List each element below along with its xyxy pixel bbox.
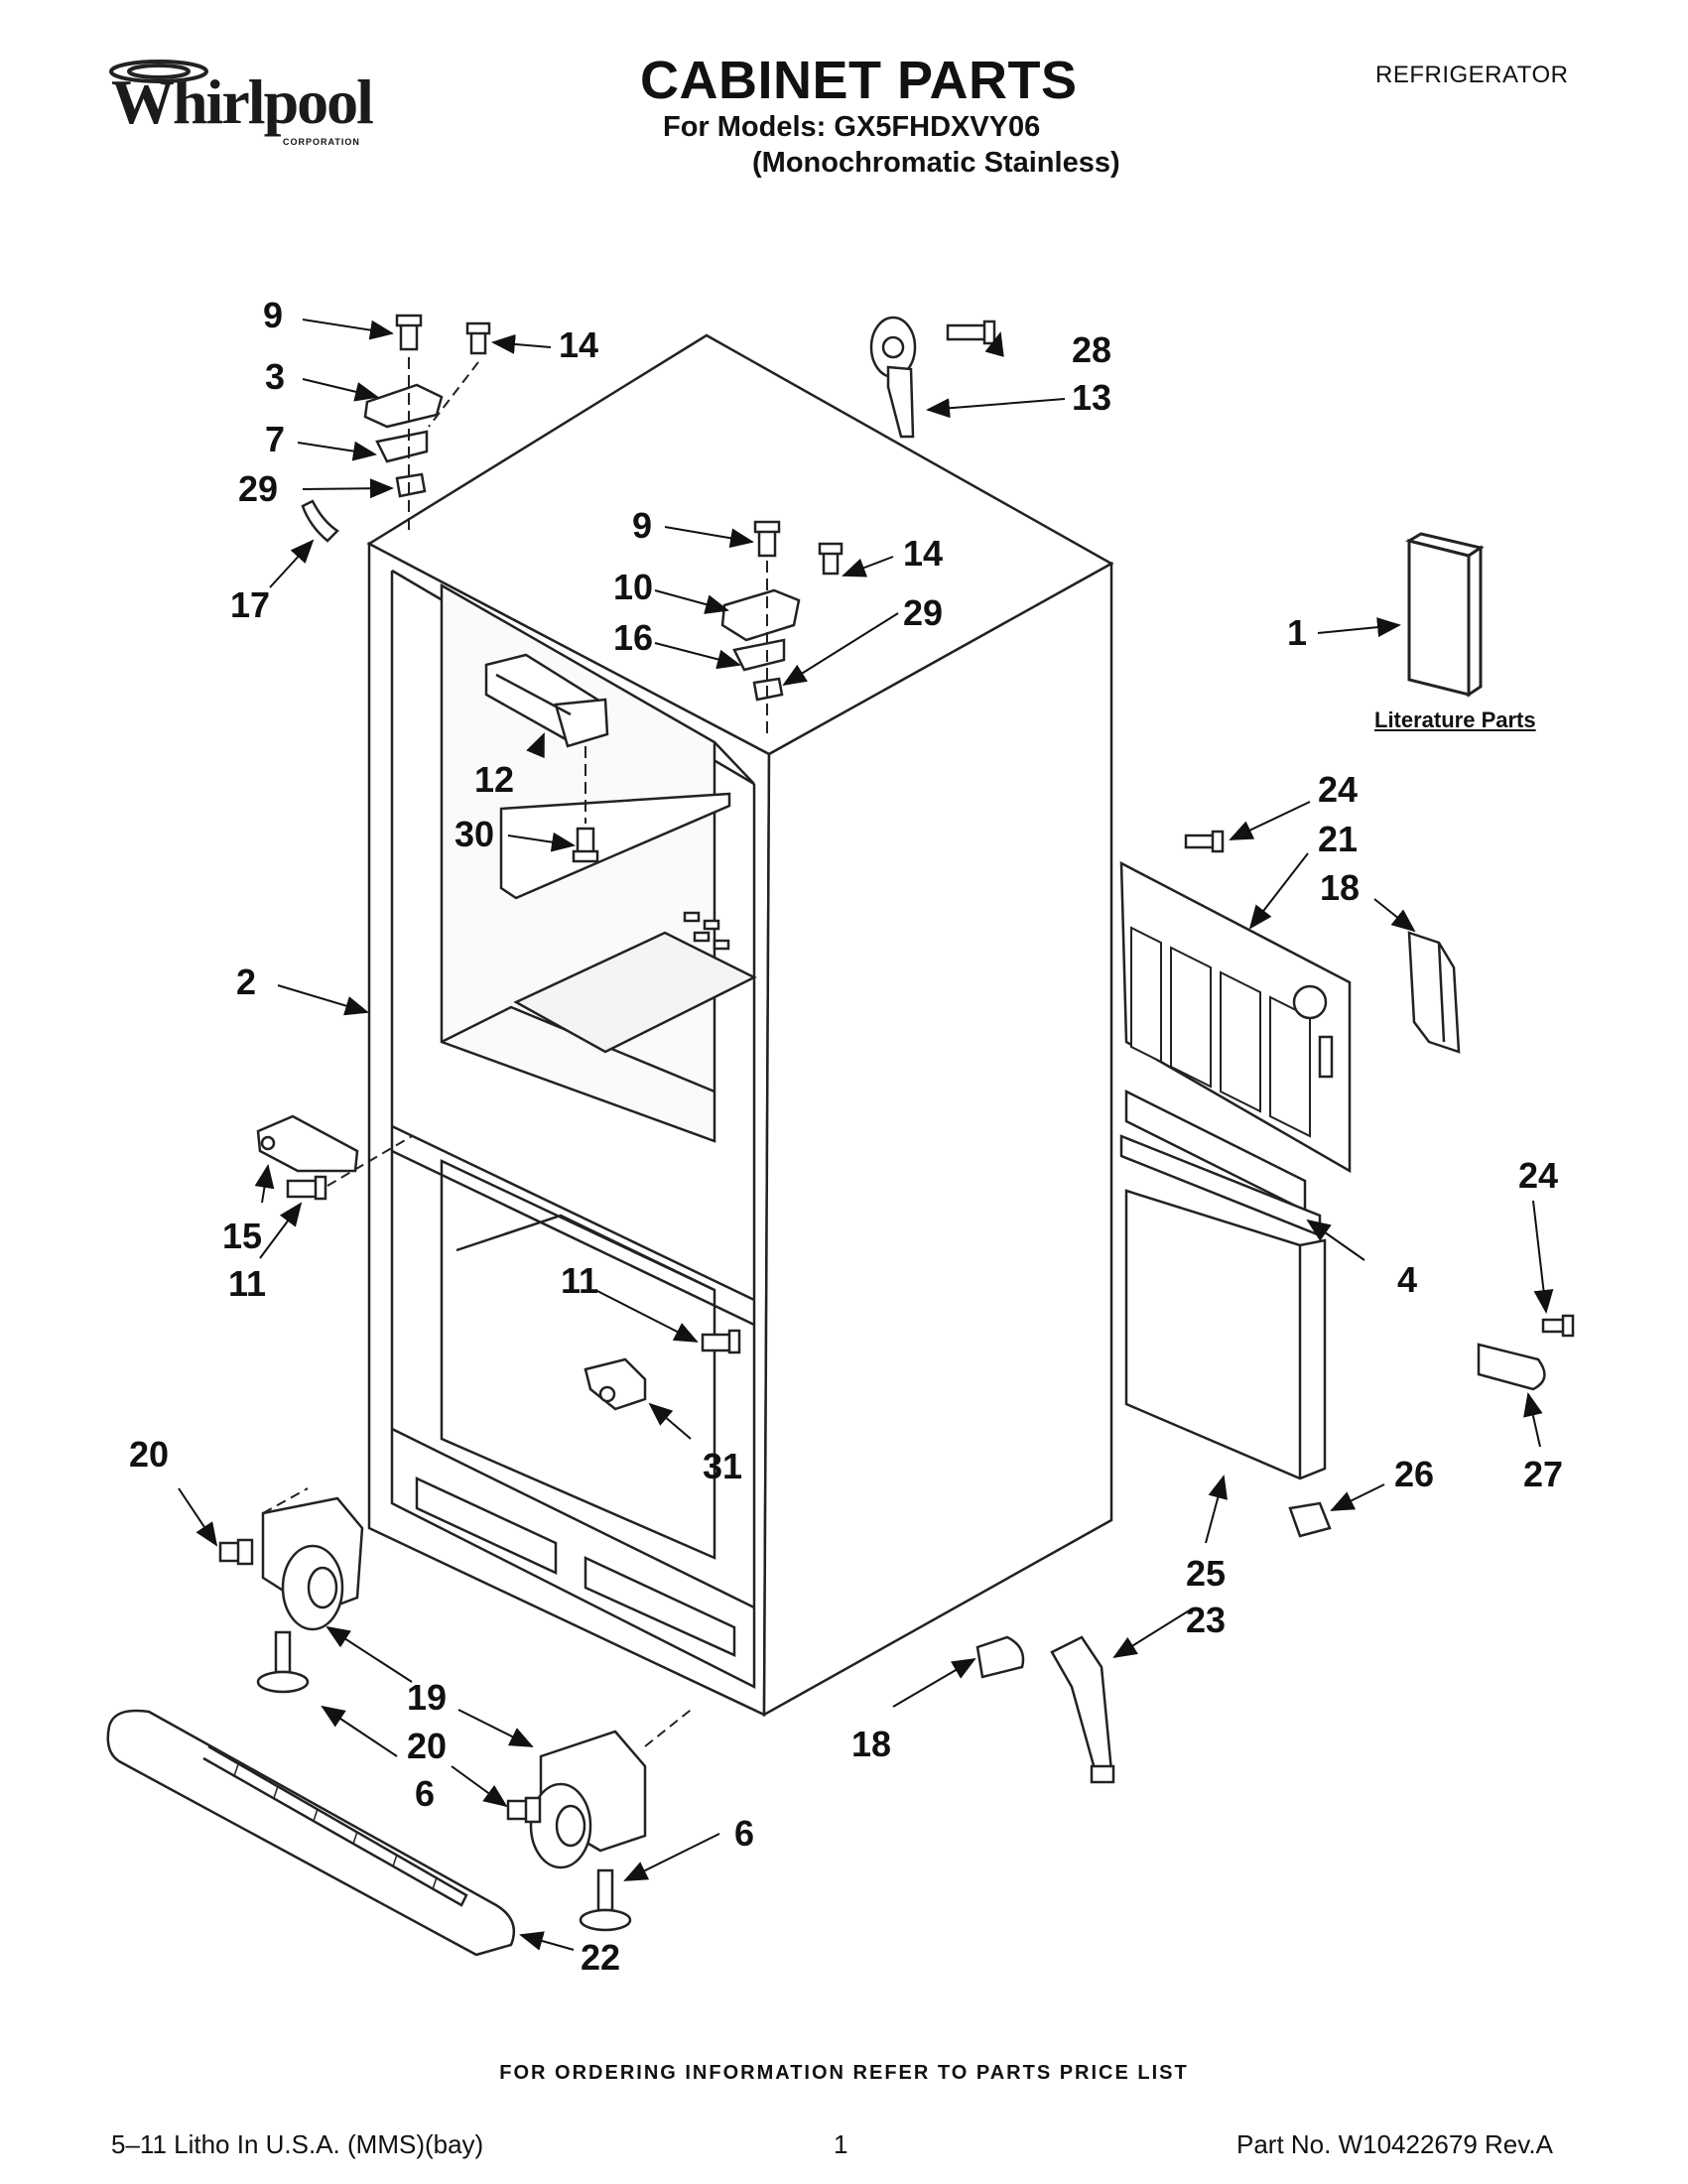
whirlpool-swirl-icon — [109, 60, 208, 83]
callout-29: 29 — [903, 592, 943, 633]
print-info: 5–11 Litho In U.S.A. (MMS)(bay) — [111, 2129, 484, 2159]
part-26-clip — [1288, 1501, 1332, 1538]
callout-4: 4 — [1397, 1259, 1417, 1300]
model-finish: (Monochromatic Stainless) — [752, 147, 1120, 179]
part-18-clip — [1407, 931, 1461, 1054]
callout-11: 11 — [228, 1263, 266, 1304]
callout-13: 13 — [1072, 377, 1111, 418]
model-number: For Models: GX5FHDXVY06 — [663, 111, 1041, 143]
callout-9: 9 — [263, 295, 283, 335]
part-22-toe-grille — [106, 1709, 516, 1957]
callout-24: 24 — [1318, 769, 1358, 810]
part-19-roller-right — [506, 1730, 647, 1869]
callout-30: 30 — [454, 814, 494, 854]
callout-11: 11 — [561, 1260, 598, 1301]
callout-7: 7 — [265, 419, 285, 459]
callout-29: 29 — [238, 468, 278, 509]
callout-3: 3 — [265, 356, 285, 397]
part-30-screw — [572, 827, 599, 863]
ordering-note: FOR ORDERING INFORMATION REFER TO PARTS … — [499, 2062, 1189, 2084]
callout-17: 17 — [230, 584, 270, 625]
callout-23: 23 — [1186, 1600, 1226, 1640]
page-number: 1 — [834, 2129, 848, 2159]
callout-27: 27 — [1523, 1454, 1563, 1494]
part-12-bracket — [484, 653, 609, 748]
callout-1: 1 — [1287, 612, 1307, 653]
callout-16: 16 — [613, 617, 653, 658]
brand-subtitle: CORPORATION — [283, 137, 360, 147]
part-23-harness — [1050, 1635, 1115, 1784]
literature-parts-label: Literature Parts — [1374, 707, 1536, 732]
callout-15: 15 — [222, 1216, 262, 1256]
part-1-literature — [1405, 532, 1485, 698]
part-6-leveler-right — [579, 1868, 632, 1932]
callout-2: 2 — [236, 962, 256, 1002]
part-25-kickplate — [1124, 1189, 1327, 1480]
callout-20: 20 — [129, 1434, 169, 1475]
callout-18: 18 — [1320, 867, 1360, 908]
part-number: Part No. W10422679 Rev.A — [1236, 2129, 1553, 2159]
callout-26: 26 — [1394, 1454, 1434, 1494]
callout-21: 21 — [1318, 819, 1358, 859]
part-27-clamp — [1477, 1314, 1575, 1391]
appliance-type: REFRIGERATOR — [1375, 62, 1569, 88]
callout-24: 24 — [1518, 1155, 1558, 1196]
leader-lines — [178, 319, 1554, 1951]
part-15-hinge-bracket — [256, 1114, 359, 1201]
page-title: CABINET PARTS — [640, 51, 1078, 110]
part-6-leveler-left — [256, 1630, 310, 1694]
callout-6: 6 — [415, 1773, 435, 1814]
part-19-roller-left — [218, 1496, 364, 1631]
callout-labels: 9 14 3 7 29 17 28 13 9 14 10 16 29 1 12 … — [129, 295, 1563, 1978]
callout-25: 25 — [1186, 1553, 1226, 1594]
callout-9: 9 — [632, 505, 652, 546]
callout-18: 18 — [851, 1724, 891, 1764]
callout-10: 10 — [613, 567, 653, 607]
callout-14: 14 — [903, 533, 943, 574]
cabinet — [366, 333, 1114, 1718]
part-13-hinge-cover — [869, 316, 996, 439]
callout-6: 6 — [734, 1813, 754, 1854]
callout-22: 22 — [581, 1937, 620, 1978]
callout-28: 28 — [1072, 329, 1111, 370]
part-21-rear-grille — [1119, 830, 1352, 1174]
callout-31: 31 — [703, 1446, 742, 1486]
callout-20: 20 — [407, 1726, 447, 1766]
callout-12: 12 — [474, 759, 514, 800]
callout-14: 14 — [559, 324, 598, 365]
part-18-clip-bottom — [975, 1635, 1025, 1679]
callout-19: 19 — [407, 1677, 447, 1718]
part-31-bracket — [584, 1329, 741, 1411]
